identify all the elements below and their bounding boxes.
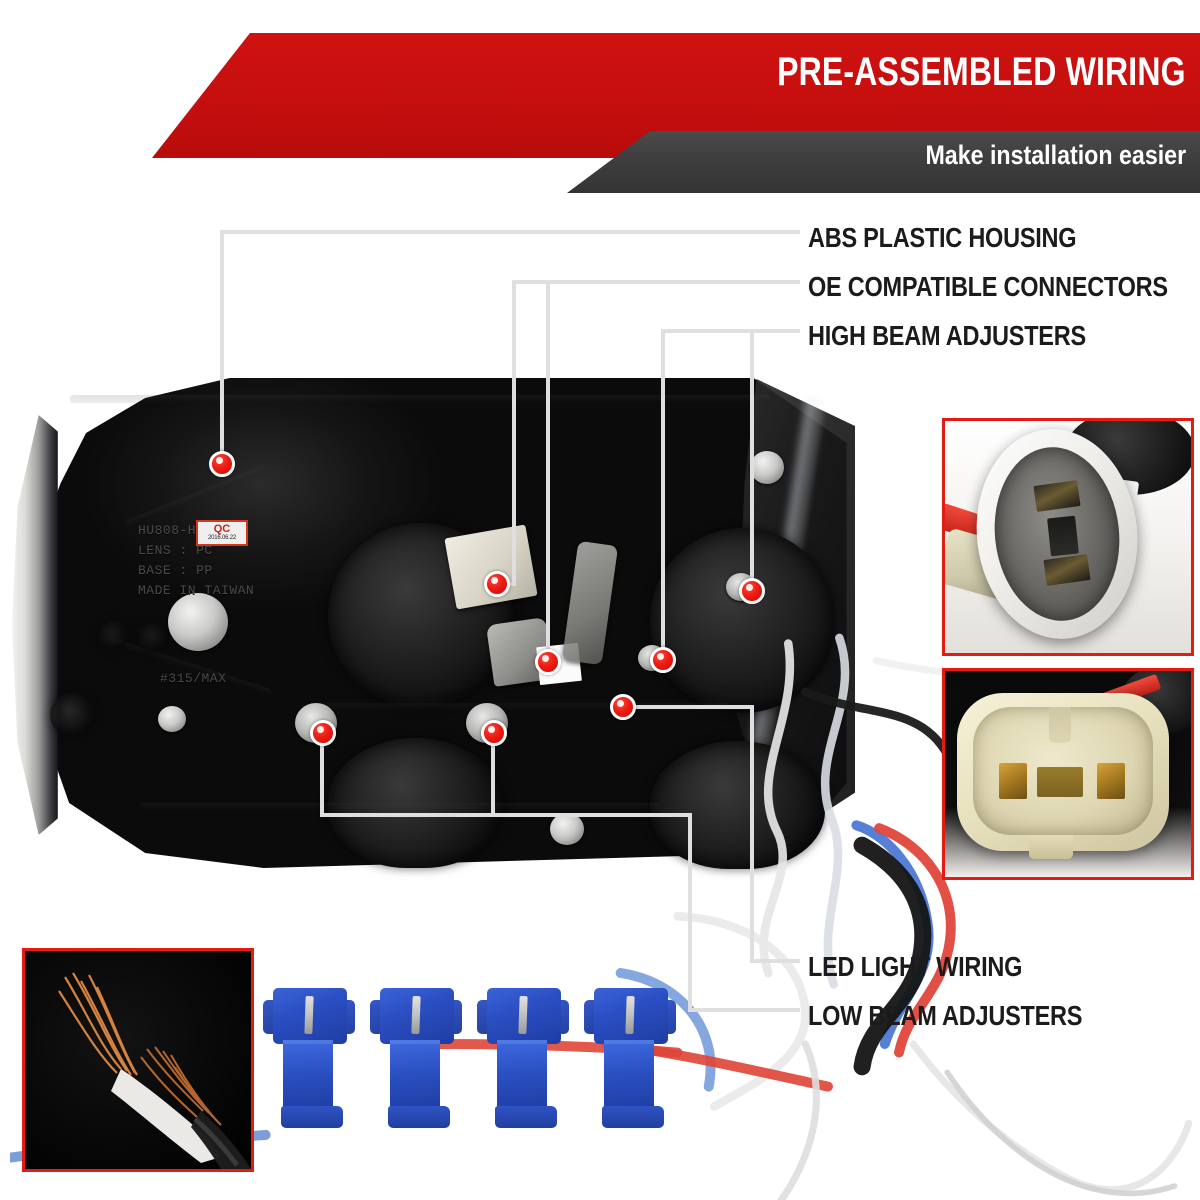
connector-cream-center-slot bbox=[1037, 767, 1083, 797]
reflector-bowl-low-right bbox=[650, 528, 835, 713]
molded-text-2: BASE : PP bbox=[138, 563, 213, 578]
tap-foot bbox=[602, 1106, 664, 1128]
header-dark-banner bbox=[567, 131, 1200, 193]
tap-seam bbox=[283, 1040, 333, 1044]
marker-high-beam-1 bbox=[739, 578, 765, 604]
callout-high-beam-adjusters: HIGH BEAM ADJUSTERS bbox=[808, 320, 1086, 351]
housing-rib-mid bbox=[310, 703, 730, 712]
marker-high-beam-2 bbox=[650, 647, 676, 673]
tap-seam bbox=[497, 1040, 547, 1044]
housing-rib-bottom bbox=[140, 803, 660, 811]
page-subtitle: Make installation easier bbox=[925, 140, 1186, 170]
vent-cap-left bbox=[50, 693, 94, 737]
recycle-mark-2 bbox=[138, 623, 168, 653]
headlight-assembly-photo: HU808-H0 LENS : PC BASE : PP MADE IN TAI… bbox=[10, 373, 1193, 1200]
qc-sticker: QC 2016.06.22 bbox=[196, 520, 248, 546]
tap-foot bbox=[495, 1106, 557, 1128]
tap-metal-blade bbox=[518, 995, 528, 1035]
callout-oe-compatible-connectors: OE COMPATIBLE CONNECTORS bbox=[808, 271, 1168, 302]
marker-low-beam-2 bbox=[481, 720, 507, 746]
tap-body bbox=[604, 1042, 654, 1114]
tap-metal-blade bbox=[411, 995, 421, 1035]
copper-strands bbox=[58, 972, 251, 1169]
molded-text-3: MADE IN TAIWAN bbox=[138, 583, 255, 598]
tap-metal-blade bbox=[304, 995, 314, 1035]
marker-led-wiring bbox=[610, 694, 636, 720]
tap-body bbox=[497, 1042, 547, 1114]
marker-oe-connector-1 bbox=[484, 571, 510, 597]
connector-white-center-slot bbox=[1047, 515, 1079, 557]
tap-seam bbox=[604, 1040, 654, 1044]
marker-abs-housing bbox=[209, 451, 235, 477]
callout-abs-plastic-housing: ABS PLASTIC HOUSING bbox=[808, 222, 1077, 253]
housing-rib-top bbox=[70, 395, 770, 403]
callout-led-light-wiring: LED LIGHT WIRING bbox=[808, 951, 1023, 982]
molded-text-1: LENS : PC bbox=[138, 543, 213, 558]
marker-oe-connector-2 bbox=[535, 649, 561, 675]
connector-cream-terminal-right bbox=[1097, 763, 1125, 799]
inset-copper-wire bbox=[22, 948, 254, 1172]
callout-low-beam-adjusters: LOW BEAM ADJUSTERS bbox=[808, 1000, 1083, 1031]
tap-foot bbox=[281, 1106, 343, 1128]
tap-foot bbox=[388, 1106, 450, 1128]
tap-seam bbox=[390, 1040, 440, 1044]
tap-metal-blade bbox=[625, 995, 635, 1035]
inset-oe-connector-cream bbox=[942, 668, 1194, 880]
molded-text-0: HU808-H0 bbox=[138, 523, 205, 538]
lens-rim bbox=[12, 415, 58, 835]
recycle-mark-1 bbox=[98, 621, 128, 651]
qc-label: QC bbox=[213, 523, 231, 535]
page-title: PRE-ASSEMBLED WIRING bbox=[777, 50, 1186, 94]
marker-low-beam-1 bbox=[310, 720, 336, 746]
connector-cream-terminal-left bbox=[999, 763, 1027, 799]
inset-oe-connector-white bbox=[942, 418, 1194, 656]
reflector-bowl-high-right bbox=[650, 741, 825, 869]
mounting-screw-top-right bbox=[750, 451, 784, 484]
oe-connector-white-body bbox=[444, 524, 538, 610]
tap-body bbox=[283, 1042, 333, 1114]
mounting-screw-left bbox=[158, 706, 186, 732]
molded-text-4: #315/MAX bbox=[160, 671, 227, 686]
mounting-screw-bottom bbox=[550, 813, 584, 845]
bulb-access-cap bbox=[168, 593, 228, 651]
tap-body bbox=[390, 1042, 440, 1114]
qc-date: 2016.06.22 bbox=[207, 535, 237, 541]
